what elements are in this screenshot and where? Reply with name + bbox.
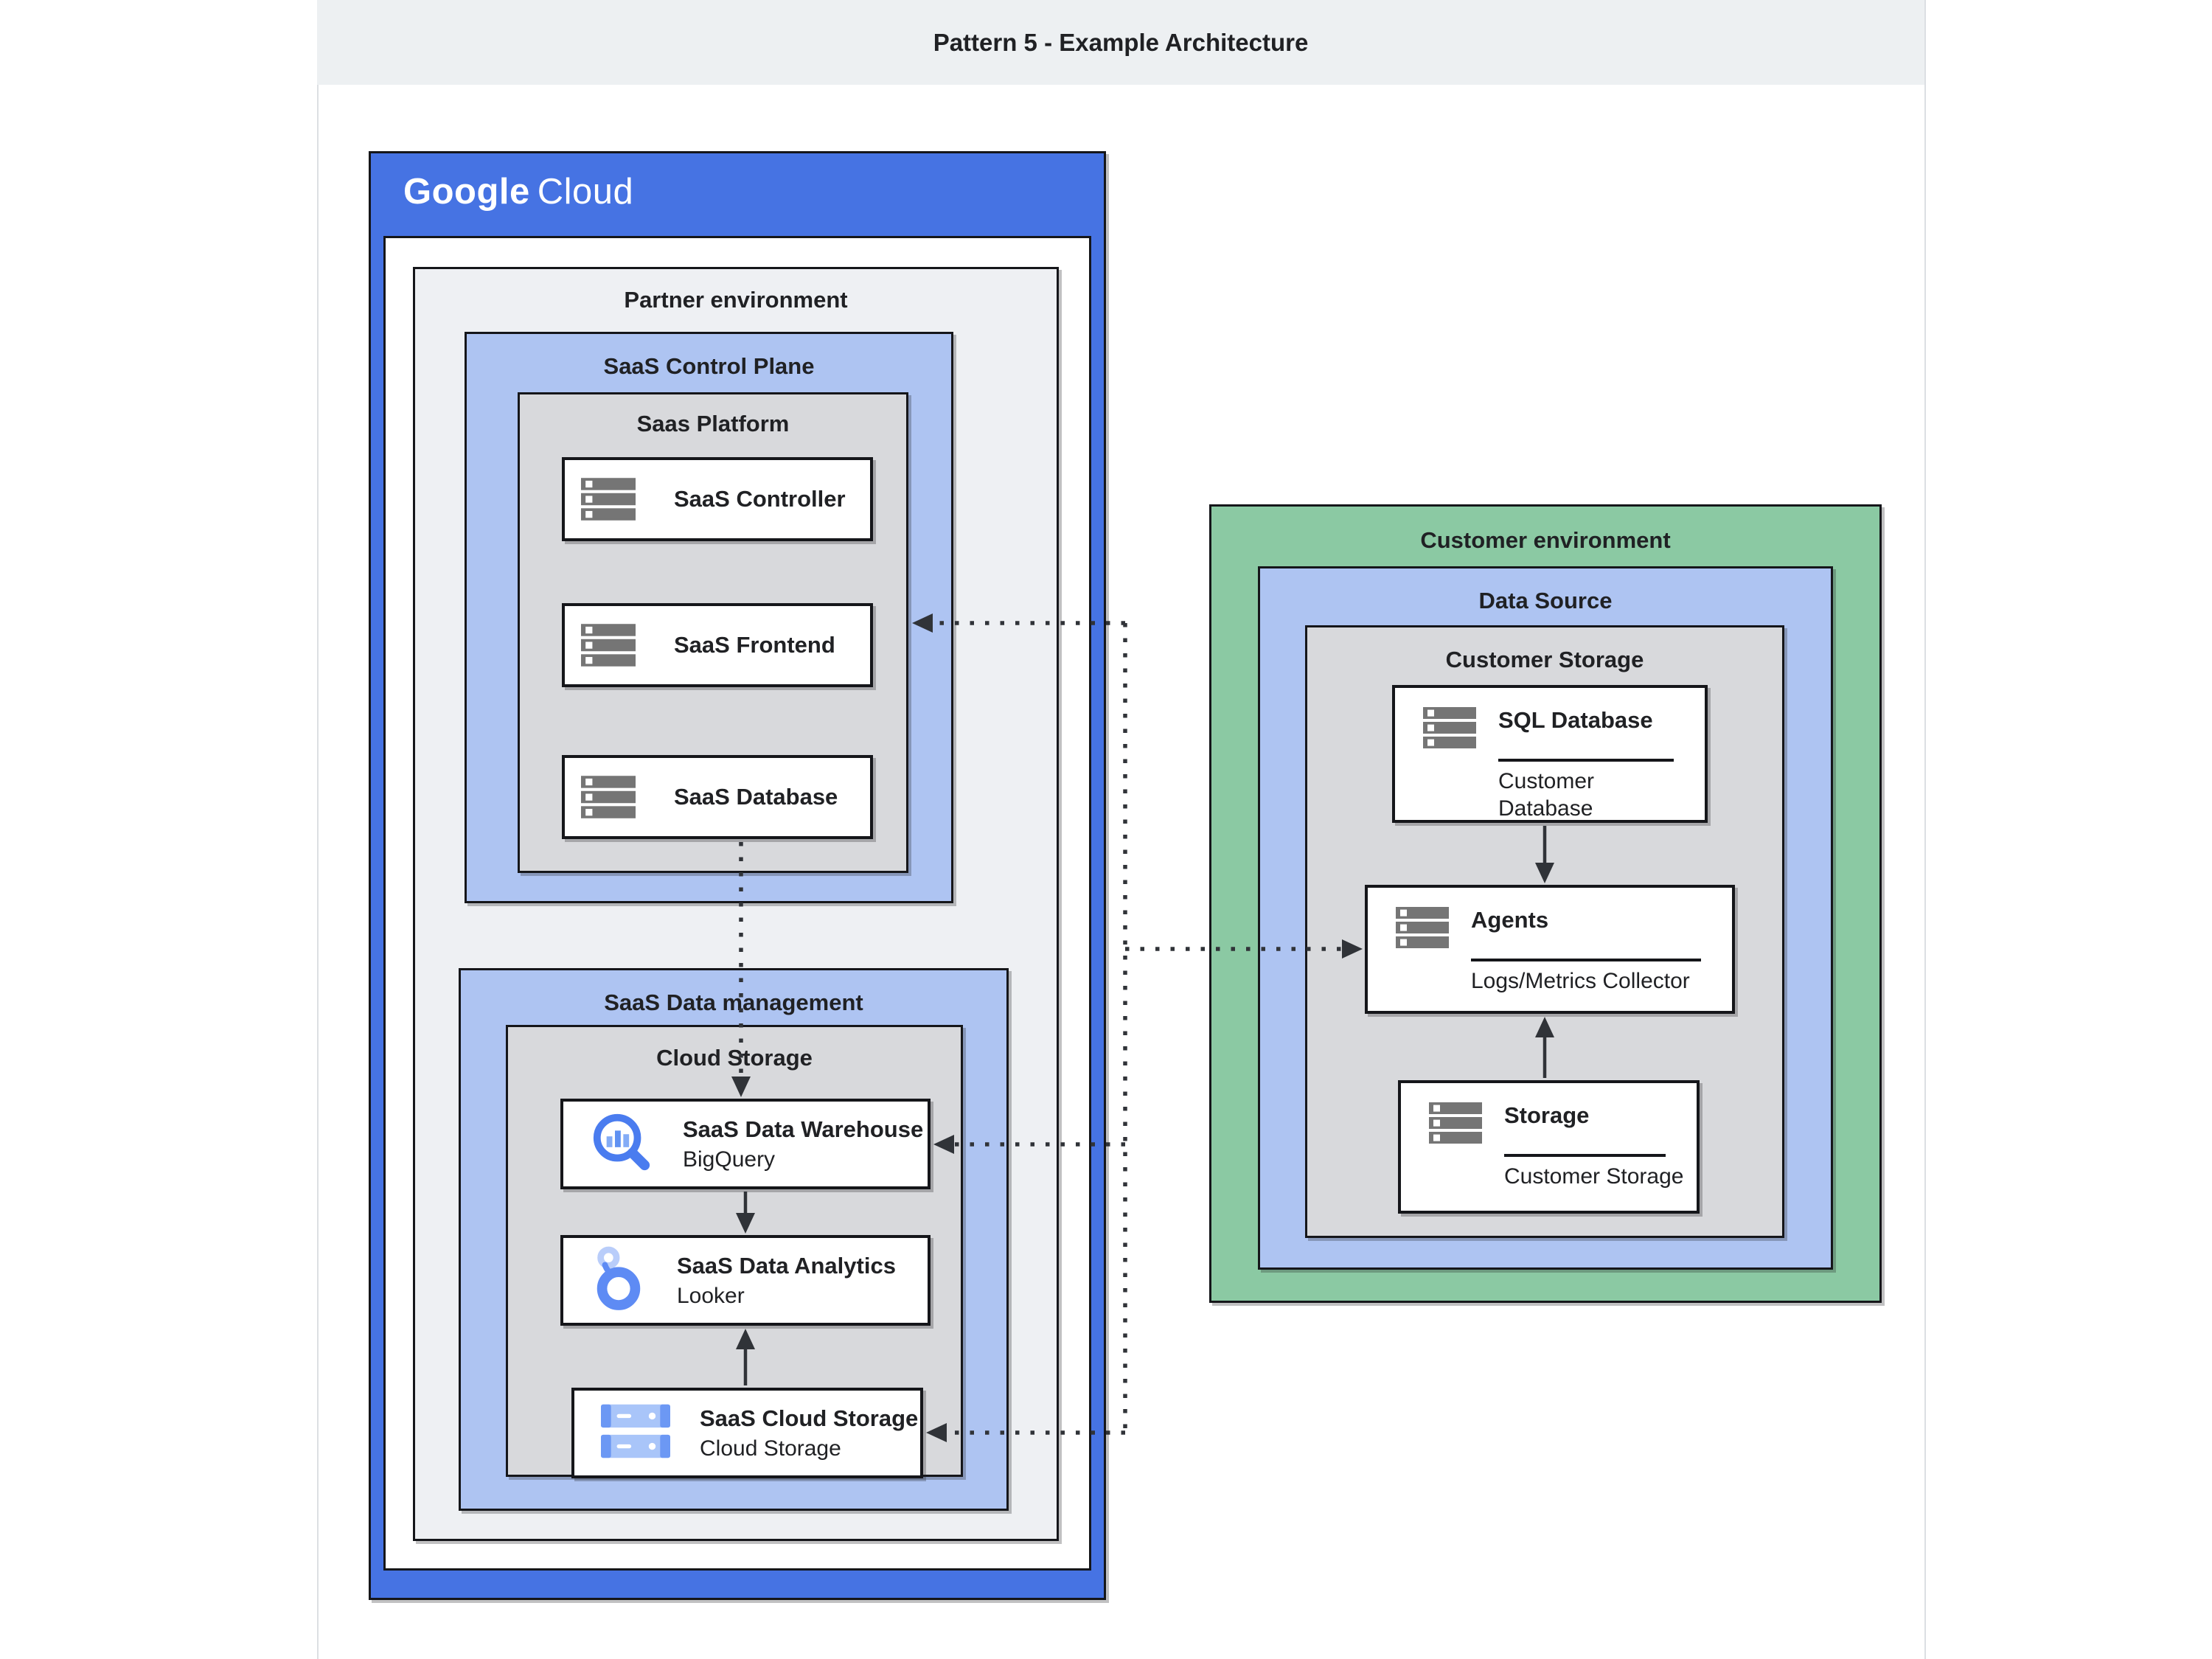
sql-database-box: SQL Database Customer Database — [1392, 685, 1708, 823]
sql-database-divider — [1498, 759, 1674, 762]
sql-database-title: SQL Database — [1498, 707, 1653, 733]
partner-environment-label: Partner environment — [624, 287, 848, 313]
saas-data-management-label: SaaS Data management — [604, 990, 863, 1015]
saas-data-analytics-title: SaaS Data Analytics — [677, 1252, 896, 1279]
saas-data-warehouse-subtitle: BigQuery — [683, 1147, 776, 1172]
server-icon — [581, 624, 636, 667]
saas-controller-box: SaaS Controller — [562, 457, 873, 541]
storage-title: Storage — [1504, 1102, 1590, 1128]
google-cloud-logo-google: Google — [403, 172, 530, 212]
agents-title: Agents — [1471, 907, 1549, 933]
google-cloud-logo-cloud: Cloud — [537, 172, 634, 212]
server-icon — [1429, 1102, 1482, 1147]
server-icon — [1423, 707, 1476, 752]
page-title: Pattern 5 - Example Architecture — [933, 28, 1309, 56]
customer-environment-label: Customer environment — [1420, 527, 1671, 553]
server-icon — [581, 776, 636, 818]
server-icon — [581, 478, 636, 521]
saas-frontend-box: SaaS Frontend — [562, 603, 873, 687]
sql-database-subtitle-line1: Customer — [1498, 769, 1595, 793]
saas-database-box: SaaS Database — [562, 755, 873, 839]
saas-control-plane-label: SaaS Control Plane — [603, 353, 815, 379]
saas-data-warehouse-box: SaaS Data Warehouse BigQuery — [560, 1099, 931, 1189]
bigquery-icon — [590, 1110, 653, 1178]
agents-box: Agents Logs/Metrics Collector — [1365, 885, 1735, 1014]
saas-data-analytics-box: SaaS Data Analytics Looker — [560, 1235, 931, 1326]
saas-platform-label: Saas Platform — [636, 411, 790, 437]
looker-icon — [590, 1244, 647, 1317]
title-bar: Pattern 5 - Example Architecture — [317, 0, 1924, 85]
storage-subtitle: Customer Storage — [1504, 1164, 1684, 1189]
customer-storage-group-label: Customer Storage — [1445, 647, 1644, 672]
sql-database-subtitle-line2: Database — [1498, 796, 1593, 821]
saas-cloud-storage-title: SaaS Cloud Storage — [700, 1405, 919, 1431]
saas-controller-label: SaaS Controller — [674, 486, 846, 512]
agents-divider — [1471, 959, 1701, 961]
page-edge-right — [1924, 0, 1926, 1659]
saas-cloud-storage-box: SaaS Cloud Storage Cloud Storage — [571, 1388, 923, 1478]
page-edge-left — [317, 0, 319, 1659]
sql-database-subtitle: Customer Database — [1498, 768, 1594, 822]
agents-subtitle: Logs/Metrics Collector — [1471, 969, 1690, 993]
saas-cloud-storage-subtitle: Cloud Storage — [700, 1436, 841, 1461]
saas-frontend-label: SaaS Frontend — [674, 632, 835, 658]
saas-data-warehouse-title: SaaS Data Warehouse — [683, 1116, 924, 1142]
storage-divider — [1504, 1154, 1666, 1157]
cloud-storage-icon — [601, 1404, 670, 1462]
saas-database-label: SaaS Database — [674, 784, 838, 810]
storage-box: Storage Customer Storage — [1398, 1080, 1700, 1214]
cloud-storage-group-label: Cloud Storage — [656, 1045, 813, 1071]
server-icon — [1396, 907, 1449, 952]
data-source-label: Data Source — [1478, 588, 1613, 613]
saas-data-analytics-subtitle: Looker — [677, 1283, 745, 1308]
